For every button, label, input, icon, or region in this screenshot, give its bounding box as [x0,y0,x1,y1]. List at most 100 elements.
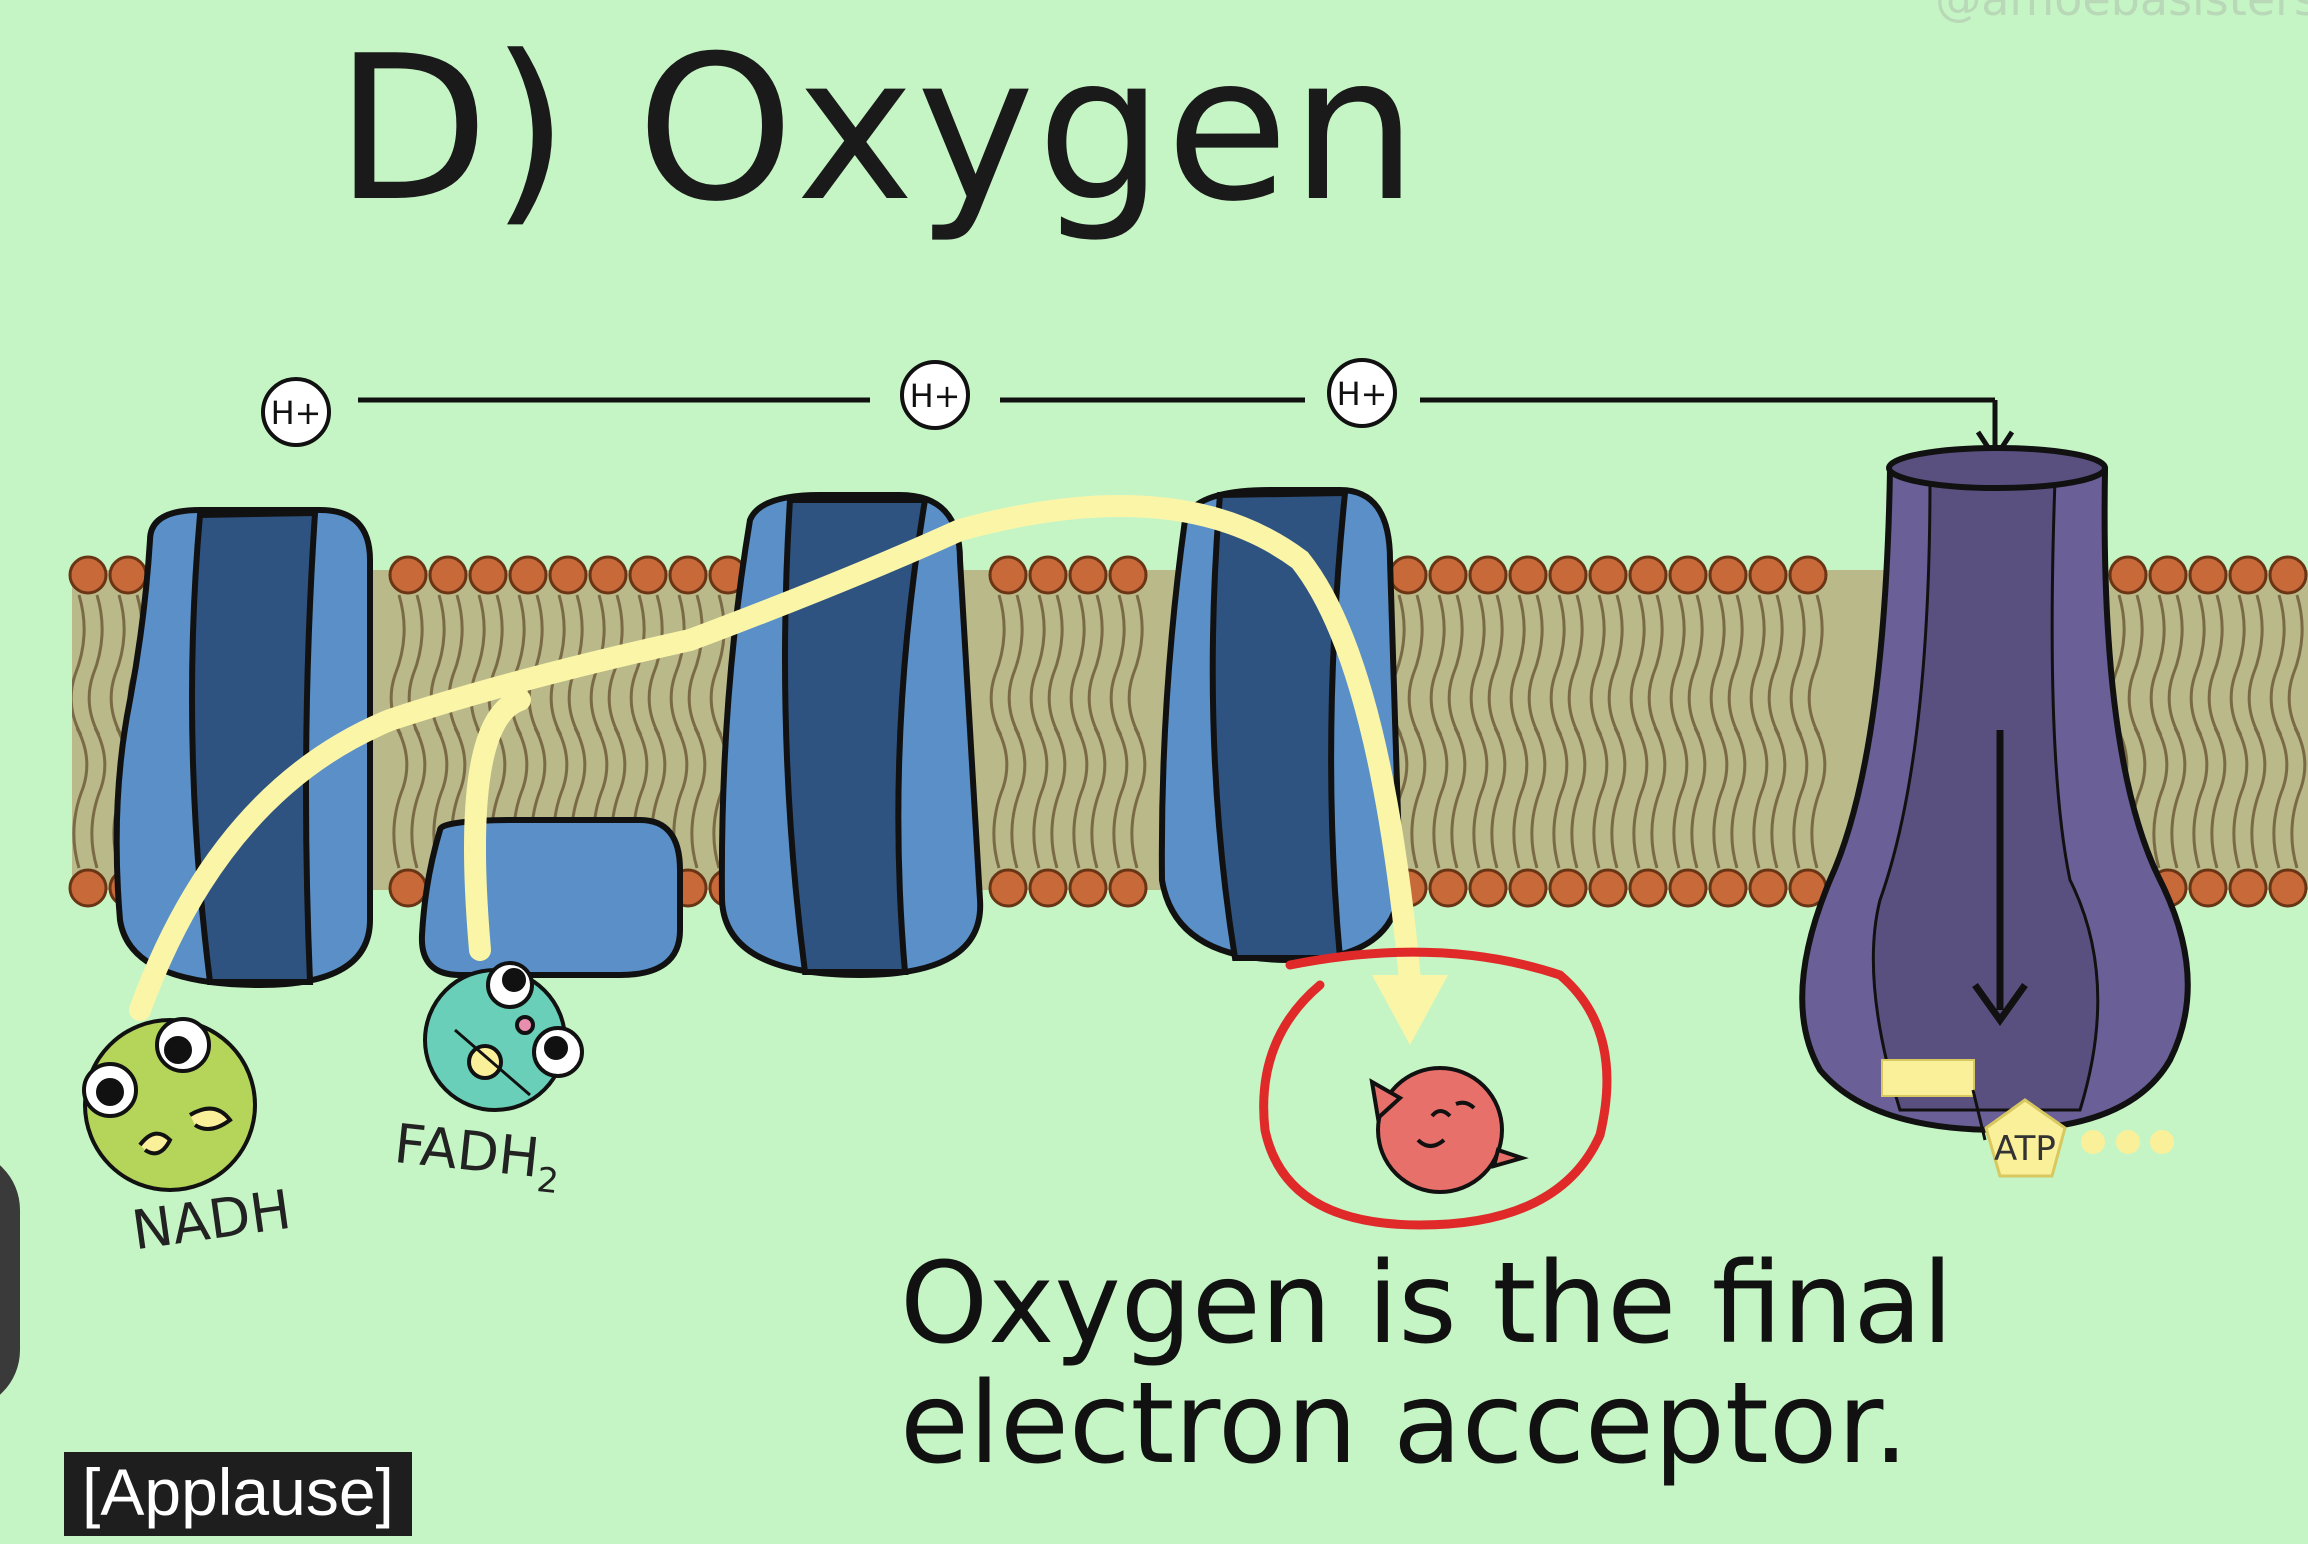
lipid-tail [447,594,464,736]
lipid-tail [1130,727,1147,869]
lipid-tail [1410,727,1427,869]
lipid-head [2228,868,2268,908]
lipid-tail [2232,727,2249,869]
lipid-tail [1007,594,1024,736]
lipid-tail [72,594,86,736]
lipid-tail [2170,727,2187,869]
proton-marker: H+ [900,360,970,430]
complex-iii [718,492,984,979]
lipid-tail [690,727,707,869]
lipid-head [2268,555,2308,595]
lipid-tail [1530,727,1547,869]
lipid-tail [2269,594,2286,736]
lipid-head [2268,868,2308,908]
lipid-tail [1647,594,1664,736]
lipid-head [2108,555,2148,595]
lipid-tail [90,727,107,869]
lipid-tail [2189,594,2206,736]
lipid-head [1628,868,1668,908]
lipid-tail [1589,594,1606,736]
fadh2-molecule [423,961,584,1112]
lipid-head [1108,868,1148,908]
lipid-tail [1112,727,1129,869]
lipid-head [988,555,1028,595]
lipid-head [548,555,588,595]
lipid-tail [1490,727,1507,869]
lipid-tail [1730,727,1747,869]
slide-title: D) Oxygen [335,13,1420,246]
lipid-head [588,555,628,595]
lipid-tail [1127,594,1144,736]
video-control-edge[interactable] [0,1150,20,1410]
lipid-head [1508,555,1548,595]
lipid-tail [1407,594,1424,736]
lipid-tail [1632,727,1649,869]
caption-line-2: electron acceptor. [900,1358,1909,1489]
lipid-tail [1727,594,1744,736]
lipid-tail [1669,594,1686,736]
lipid-tail [2127,594,2144,736]
lipid-tail [87,594,104,736]
lipid-head [1588,555,1628,595]
proton-label: H+ [910,377,961,415]
proton-markers: H+ H+ H+ [261,358,1397,447]
lipid-tail [2210,727,2227,869]
lipid-tail [1810,727,1827,869]
lipid-tail [1807,594,1824,736]
lipid-tail [2152,727,2169,869]
lipid-tail [2149,594,2166,736]
atp-synthase [1799,445,2191,1134]
lipid-tail [1072,727,1089,869]
lipid-tail [2167,594,2184,736]
lipid-tail [1792,727,1809,869]
lipid-tail [1432,727,1449,869]
lipid-head [2148,555,2188,595]
lipid-head [1668,555,1708,595]
lipid-head [1588,868,1628,908]
lipid-tail [1712,727,1729,869]
lipid-tail [1447,594,1464,736]
lipid-tail [589,594,606,736]
proton-label: H+ [1337,375,1388,413]
lipid-tail [669,594,686,736]
lipid-tail [410,727,427,869]
proton-flow [358,397,2015,463]
lipid-tail [1509,594,1526,736]
lipid-tail [1047,594,1064,736]
lipid-tail [109,594,126,736]
lipid-tail [2192,727,2209,869]
lipid-tail [1789,594,1806,736]
lipid-head [1068,555,1108,595]
lipid-tail [72,727,89,869]
lipid-head [1108,555,1148,595]
lipid-tail [1032,727,1049,869]
atp-product: ATP [1881,1059,2174,1178]
lipid-tail [989,594,1006,736]
lipid-head [1788,555,1828,595]
complex-ii [418,817,683,978]
lipid-tail [1687,594,1704,736]
lipid-tail [1690,727,1707,869]
lipid-tail [2272,727,2289,869]
lipid-tail [1770,727,1787,869]
lipid-head [1468,868,1508,908]
lipid-tail [1010,727,1027,869]
lipid-tail [1029,594,1046,736]
lipid-head [2228,555,2268,595]
lipid-tail [1629,594,1646,736]
lipid-tail [392,727,409,869]
proton-label: H+ [271,394,322,432]
lipid-tail [1607,594,1624,736]
nadh-molecule [82,1017,257,1192]
lipid-head [2188,555,2228,595]
lipid-tail [2229,594,2246,736]
lipid-tail [2287,594,2304,736]
watermark: @amoebasisters [1935,0,2308,26]
lipid-tail [992,727,1009,869]
lipid-head [1068,868,1108,908]
lipid-tail [1552,727,1569,869]
atp-label: ATP [1994,1129,2056,1169]
lipid-tail [1650,727,1667,869]
